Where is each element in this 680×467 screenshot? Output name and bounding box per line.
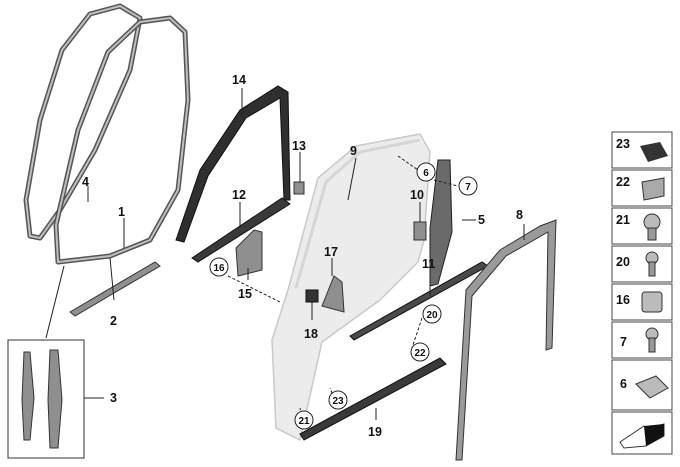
svg-text:6: 6 (423, 168, 429, 179)
legend-20: 20 (611, 245, 673, 283)
svg-text:20: 20 (616, 255, 630, 269)
svg-text:23: 23 (332, 396, 344, 407)
label-17: 17 (324, 245, 338, 259)
svg-text:7: 7 (620, 335, 627, 349)
label-9: 9 (350, 144, 357, 158)
door-panel (271, 133, 431, 442)
legend-6: 6 (611, 359, 673, 411)
inset-part-right (47, 349, 63, 449)
label-1: 1 (118, 205, 125, 219)
inset-box (7, 339, 85, 459)
callout-7: 7 (458, 176, 478, 196)
label-15: 15 (238, 287, 252, 301)
label-2: 2 (110, 314, 117, 328)
label-14: 14 (232, 73, 246, 87)
label-3: 3 (110, 391, 117, 405)
callout-21: 21 (294, 410, 314, 430)
label-18: 18 (304, 327, 318, 341)
door-window-frame (294, 138, 421, 289)
svg-text:21: 21 (616, 213, 630, 227)
glass-channel (455, 219, 557, 461)
clip-13 (293, 181, 305, 195)
label-19: 19 (368, 425, 382, 439)
legend-arrow-box (611, 411, 673, 455)
svg-text:22: 22 (616, 175, 630, 189)
legend-7: 7 (611, 321, 673, 359)
label-5: 5 (478, 213, 485, 227)
svg-text:6: 6 (620, 377, 627, 391)
sill-strip (69, 261, 161, 317)
legend-21: 21 (611, 207, 673, 245)
label-10: 10 (410, 188, 424, 202)
label-13: 13 (292, 139, 306, 153)
a-pillar-trim (175, 85, 291, 243)
legend-23: 23 (611, 131, 673, 169)
callout-22: 22 (410, 342, 430, 362)
inset-part-left (21, 351, 35, 441)
trim-strip-12 (191, 197, 291, 263)
legend-22: 22 (611, 169, 673, 207)
callout-20: 20 (422, 304, 442, 324)
label-11: 11 (422, 257, 435, 271)
svg-text:16: 16 (213, 263, 225, 274)
bracket-15 (235, 229, 263, 277)
callout-16: 16 (209, 257, 229, 277)
label-4: 4 (82, 175, 89, 189)
callout-23: 23 (328, 390, 348, 410)
mirror-triangle (321, 275, 345, 313)
clip-18 (305, 289, 319, 303)
label-12: 12 (232, 188, 246, 202)
door-seal-inner (53, 15, 191, 265)
svg-text:23: 23 (616, 137, 630, 151)
svg-text:20: 20 (426, 310, 438, 321)
clip-10 (413, 221, 427, 241)
svg-text:7: 7 (465, 182, 471, 193)
callout-6: 6 (416, 162, 436, 182)
svg-text:22: 22 (414, 348, 426, 359)
svg-text:21: 21 (298, 416, 310, 427)
label-8: 8 (516, 208, 523, 222)
legend-16: 16 (611, 283, 673, 321)
lower-molding (299, 357, 447, 441)
svg-text:16: 16 (616, 293, 630, 307)
